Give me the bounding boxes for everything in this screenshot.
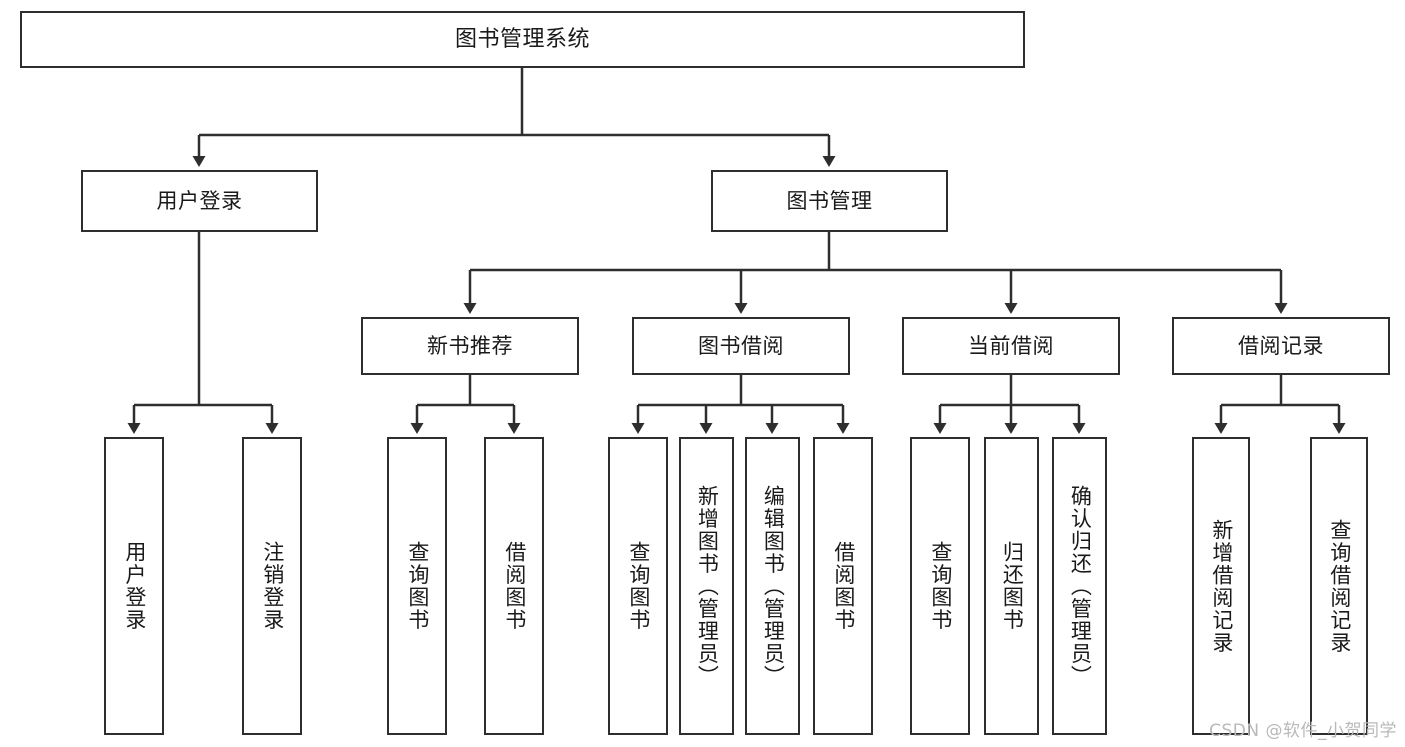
node-user-login[interactable]: 用户登录 <box>81 170 318 232</box>
node-book-manage[interactable]: 图书管理 <box>711 170 948 232</box>
node-leaf-edit-book-admin-label: 编辑图书（管理员） <box>761 484 786 688</box>
node-leaf-query-book-1-label: 查询图书 <box>405 541 430 631</box>
node-new-book-recommend[interactable]: 新书推荐 <box>361 317 579 375</box>
node-leaf-user-login[interactable]: 用户登录 <box>104 437 164 735</box>
node-leaf-edit-book-admin[interactable]: 编辑图书（管理员） <box>745 437 800 735</box>
node-root-label: 图书管理系统 <box>454 26 590 52</box>
node-book-borrow[interactable]: 图书借阅 <box>632 317 850 375</box>
node-leaf-query-book-2-label: 查询图书 <box>626 541 651 631</box>
node-leaf-add-book-admin-label: 新增图书（管理员） <box>695 484 720 688</box>
node-leaf-confirm-return-admin[interactable]: 确认归还（管理员） <box>1052 437 1107 735</box>
node-user-login-label: 用户登录 <box>156 188 243 213</box>
node-leaf-logout-login-label: 注销登录 <box>260 541 285 631</box>
node-book-manage-label: 图书管理 <box>786 188 873 213</box>
node-leaf-add-borrow-record-label: 新增借阅记录 <box>1209 518 1234 654</box>
node-leaf-borrow-book-1[interactable]: 借阅图书 <box>484 437 544 735</box>
node-current-borrow-label: 当前借阅 <box>968 333 1054 358</box>
node-leaf-borrow-book-1-label: 借阅图书 <box>502 541 527 631</box>
node-borrow-record[interactable]: 借阅记录 <box>1172 317 1390 375</box>
node-book-borrow-label: 图书借阅 <box>698 333 784 358</box>
node-leaf-user-login-label: 用户登录 <box>122 541 147 631</box>
node-leaf-query-book-3-label: 查询图书 <box>928 541 953 631</box>
node-new-book-recommend-label: 新书推荐 <box>427 333 513 358</box>
node-leaf-logout-login[interactable]: 注销登录 <box>242 437 302 735</box>
node-leaf-query-book-1[interactable]: 查询图书 <box>387 437 447 735</box>
node-borrow-record-label: 借阅记录 <box>1238 333 1324 358</box>
node-leaf-return-book[interactable]: 归还图书 <box>984 437 1039 735</box>
node-leaf-return-book-label: 归还图书 <box>1000 541 1025 631</box>
node-leaf-borrow-book-2[interactable]: 借阅图书 <box>813 437 873 735</box>
node-leaf-borrow-book-2-label: 借阅图书 <box>831 541 856 631</box>
node-leaf-query-book-2[interactable]: 查询图书 <box>608 437 668 735</box>
node-root[interactable]: 图书管理系统 <box>20 11 1025 68</box>
node-leaf-query-borrow-record[interactable]: 查询借阅记录 <box>1310 437 1368 735</box>
node-leaf-query-borrow-record-label: 查询借阅记录 <box>1327 518 1352 654</box>
node-leaf-add-book-admin[interactable]: 新增图书（管理员） <box>679 437 734 735</box>
node-leaf-query-book-3[interactable]: 查询图书 <box>910 437 970 735</box>
node-current-borrow[interactable]: 当前借阅 <box>902 317 1120 375</box>
watermark: CSDN @软件_小贺同学 <box>1209 721 1397 741</box>
node-leaf-confirm-return-admin-label: 确认归还（管理员） <box>1068 484 1093 688</box>
node-leaf-add-borrow-record[interactable]: 新增借阅记录 <box>1192 437 1250 735</box>
